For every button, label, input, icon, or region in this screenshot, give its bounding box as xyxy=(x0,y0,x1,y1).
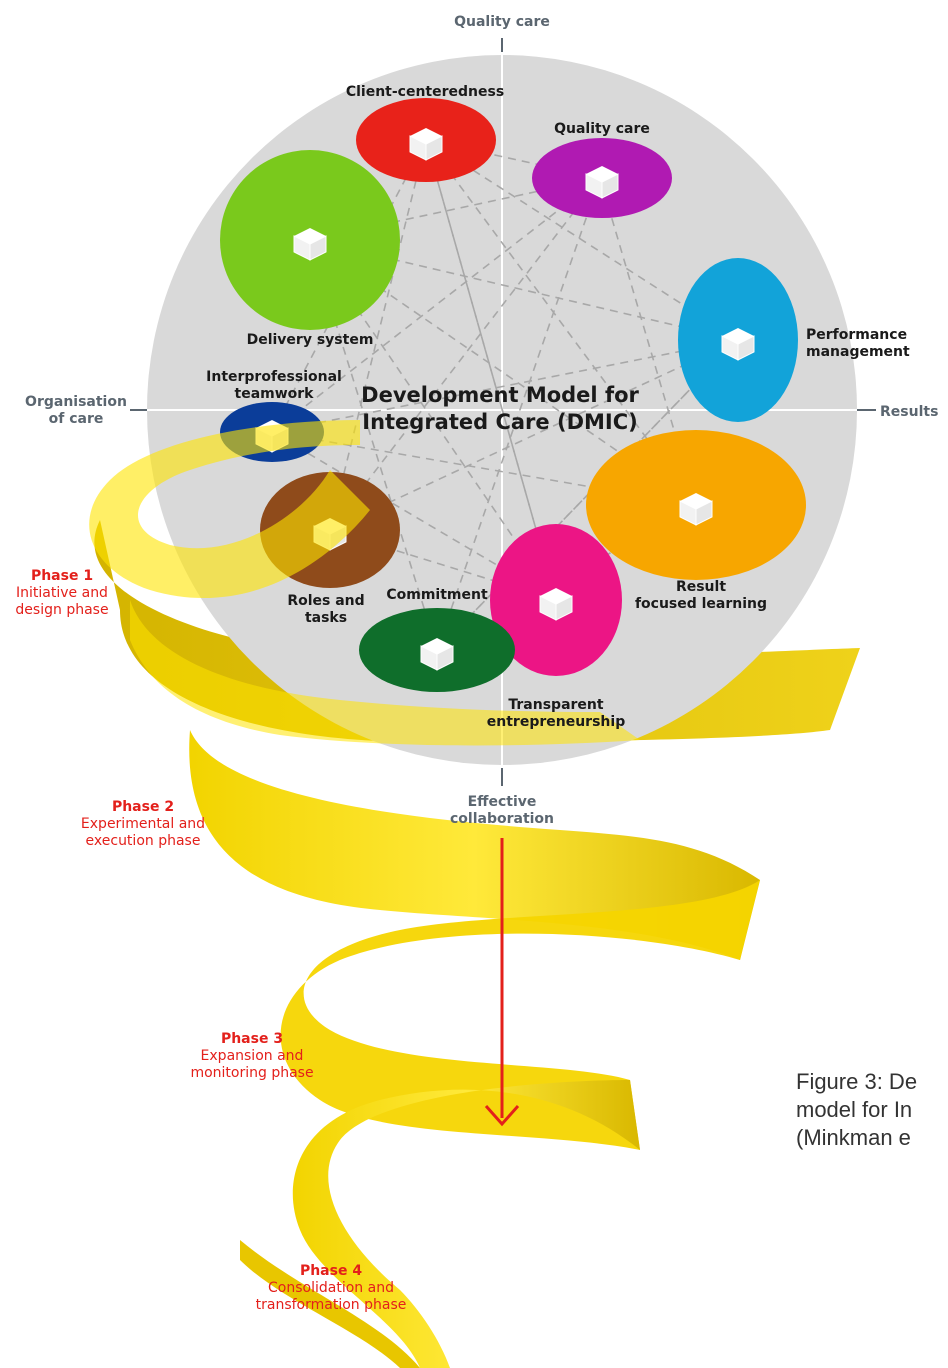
label-transparent-line2: entrepreneurship xyxy=(486,714,626,730)
label-result-focused-learning: Result focused learning xyxy=(626,579,776,613)
figure-caption-line2: model for In xyxy=(796,1097,913,1122)
label-result-line1: Result xyxy=(675,579,727,595)
label-roles-line1: Roles and xyxy=(287,593,365,609)
ribbon-front-1 xyxy=(89,420,370,599)
label-interprofessional-line2: teamwork xyxy=(234,386,314,402)
phase-1-line2: design phase xyxy=(15,602,109,618)
label-roles-and-tasks: Roles and tasks xyxy=(270,593,382,627)
label-performance-line2: management xyxy=(806,344,910,360)
label-interprofessional-teamwork: Interprofessional teamwork xyxy=(196,369,352,403)
figure-caption-line1: Figure 3: De xyxy=(796,1069,918,1094)
axis-label-organisation-of-care: Organisation of care xyxy=(12,394,140,428)
phase-2-label: Phase 2 Experimental and execution phase xyxy=(76,799,210,850)
cluster-transparent-entrepreneurship xyxy=(490,524,622,676)
ribbon-turn-4 xyxy=(292,1080,640,1368)
axis-label-organisation-line1: Organisation xyxy=(25,394,127,410)
diagram-title: Development Model for Integrated Care (D… xyxy=(350,382,650,436)
progress-arrow-head xyxy=(484,1105,520,1127)
label-performance-line1: Performance xyxy=(806,327,908,343)
label-interprofessional-line1: Interprofessional xyxy=(206,369,342,385)
ribbon-turn-2 xyxy=(189,730,760,960)
phase-1-name: Phase 1 xyxy=(30,568,94,584)
figure-caption-line3: (Minkman e xyxy=(796,1125,911,1150)
phase-3-line2: monitoring phase xyxy=(190,1065,314,1081)
label-roles-line2: tasks xyxy=(304,610,348,626)
diagram-title-line2: Integrated Care (DMIC) xyxy=(362,410,638,434)
axis-label-effective-collaboration: Effective collaboration xyxy=(440,794,564,828)
cluster-commitment xyxy=(359,608,515,692)
label-client-centeredness: Client-centeredness xyxy=(345,84,505,100)
label-performance-management: Performance management xyxy=(806,327,916,361)
phase-2-name: Phase 2 xyxy=(111,799,175,815)
label-transparent-line1: Transparent xyxy=(508,697,604,713)
ribbon-tail xyxy=(240,1240,420,1368)
diagram-title-line1: Development Model for xyxy=(361,383,639,407)
phase-1-label: Phase 1 Initiative and design phase xyxy=(6,568,118,619)
label-commitment: Commitment xyxy=(386,587,488,603)
phase-1-line1: Initiative and xyxy=(16,585,108,601)
phase-4-line2: transformation phase xyxy=(255,1297,407,1313)
cluster-delivery-system xyxy=(220,150,400,330)
ribbon-turn-3 xyxy=(280,880,760,1150)
label-quality-care: Quality care xyxy=(554,121,650,137)
ribbon-front-2 xyxy=(130,600,640,746)
cluster-client-centeredness xyxy=(356,98,496,182)
label-transparent-entrepreneurship: Transparent entrepreneurship xyxy=(480,697,632,731)
phase-4-name: Phase 4 xyxy=(299,1263,363,1279)
phase-3-line1: Expansion and xyxy=(200,1048,304,1064)
axis-label-results: Results xyxy=(880,404,939,420)
phase-3-label: Phase 3 Expansion and monitoring phase xyxy=(186,1031,318,1082)
phase-2-line1: Experimental and xyxy=(80,816,206,832)
cluster-performance-management xyxy=(678,258,798,422)
label-delivery-system: Delivery system xyxy=(246,332,374,348)
phase-4-label: Phase 4 Consolidation and transformation… xyxy=(248,1263,414,1314)
label-result-line2: focused learning xyxy=(634,596,768,612)
axis-label-quality-care: Quality care xyxy=(454,14,550,30)
phase-3-name: Phase 3 xyxy=(220,1031,284,1047)
phase-4-line1: Consolidation and xyxy=(268,1280,394,1296)
cluster-quality-care xyxy=(532,138,672,218)
axis-label-effective-line1: Effective xyxy=(467,794,537,810)
phase-2-line2: execution phase xyxy=(85,833,201,849)
figure-caption: Figure 3: De model for In (Minkman e xyxy=(796,1068,917,1152)
axis-label-organisation-line2: of care xyxy=(48,411,104,427)
axis-label-effective-line2: collaboration xyxy=(449,811,555,827)
cluster-result-focused-learning xyxy=(586,430,806,580)
